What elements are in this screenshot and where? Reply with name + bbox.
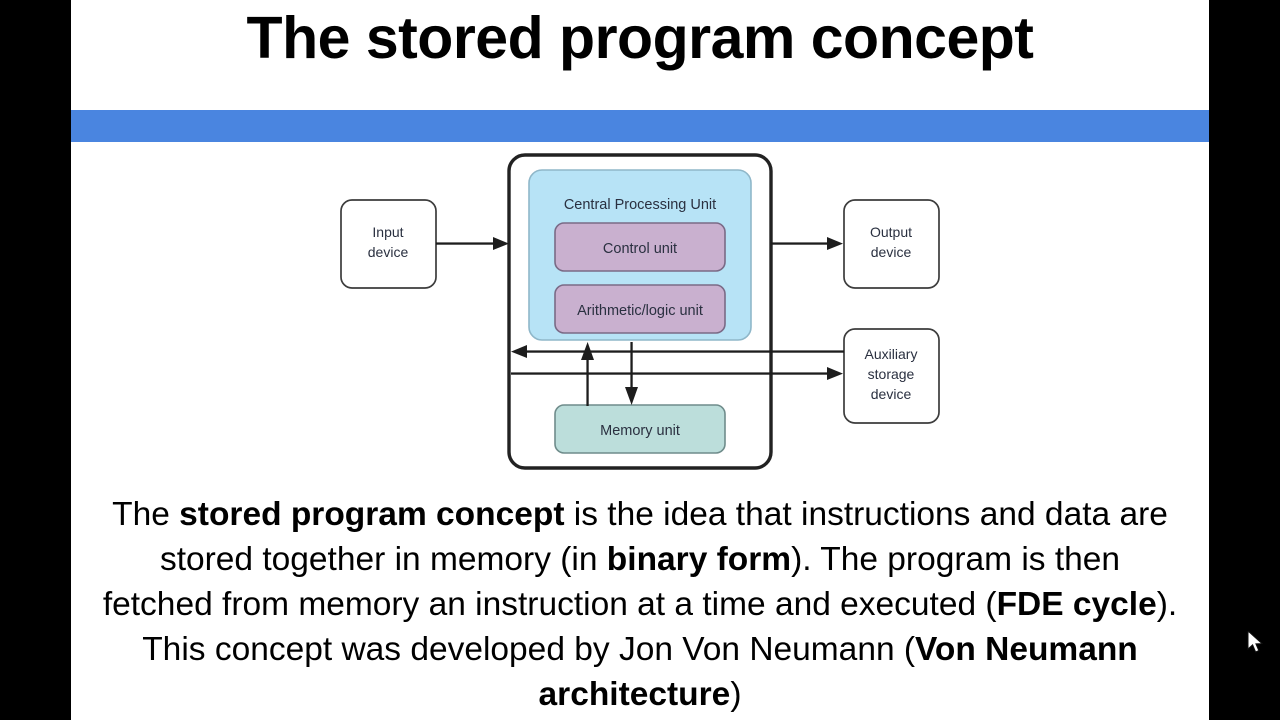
accent-bar xyxy=(71,110,1209,142)
von-neumann-diagram: Central Processing Unit Control unit Ari… xyxy=(340,153,940,470)
arrow-memory-to-cpu xyxy=(581,342,594,406)
letterbox-right xyxy=(1209,0,1280,720)
arrow-system-to-aux xyxy=(511,367,843,380)
body-run: ) xyxy=(730,676,742,713)
body-emphasis: Von Neumann architecture xyxy=(538,631,1138,713)
arrow-aux-to-system xyxy=(511,345,844,358)
alu-label: Arithmetic/logic unit xyxy=(577,303,703,319)
control-unit-box xyxy=(554,222,726,272)
cpu-label: Central Processing Unit xyxy=(564,197,716,213)
input-device-label: Input xyxy=(372,224,403,240)
body-run: ). The program is then fetched from memo… xyxy=(102,541,1121,623)
slide-title: The stored program concept xyxy=(246,5,1034,71)
arrow-input-to-system xyxy=(436,237,509,250)
letterbox-left xyxy=(0,0,71,720)
body-run: The xyxy=(112,496,180,533)
slide-canvas: The stored program concept Central Proce… xyxy=(71,0,1209,720)
body-run: is the idea that instructions and data a… xyxy=(159,496,1168,578)
aux-storage-label-3: device xyxy=(871,386,912,402)
body-emphasis: FDE cycle xyxy=(996,586,1157,623)
arrow-system-to-output xyxy=(771,237,843,250)
arrow-cpu-to-memory xyxy=(625,342,638,405)
control-unit-label: Control unit xyxy=(603,241,677,257)
memory-unit-box xyxy=(554,404,726,454)
aux-storage-label: Auxiliary xyxy=(865,346,918,362)
aux-storage-box xyxy=(843,328,940,424)
alu-box xyxy=(554,284,726,334)
output-device-label-2: device xyxy=(871,244,912,260)
memory-unit-label: Memory unit xyxy=(600,423,680,439)
body-emphasis: binary form xyxy=(606,541,792,578)
body-paragraph: The stored program concept is the idea t… xyxy=(101,492,1179,717)
output-device-label: Output xyxy=(870,224,912,240)
aux-storage-label-2: storage xyxy=(868,366,915,382)
body-run: ). This concept was developed by Jon Von… xyxy=(142,586,1178,668)
input-device-label-2: device xyxy=(368,244,409,260)
body-emphasis: stored program concept xyxy=(179,496,565,533)
output-device-box xyxy=(843,199,940,289)
